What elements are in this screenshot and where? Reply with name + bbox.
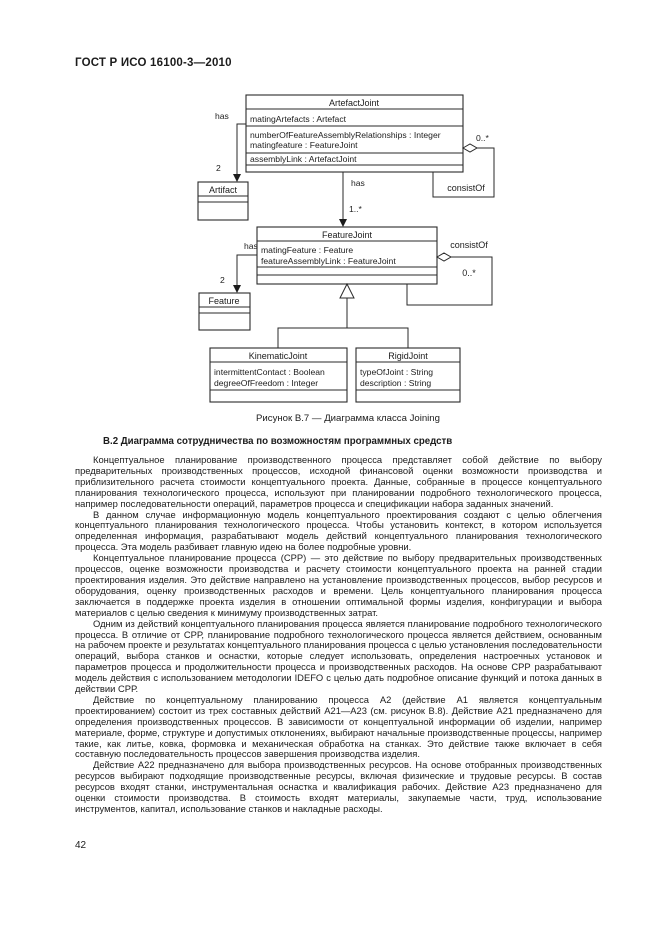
paragraph: Действие А22 предназначено для выбора пр… [75, 759, 602, 814]
class-attribute: degreeOfFreedom : Integer [214, 378, 318, 388]
section-body: Концептуальное планирование производстве… [75, 454, 602, 815]
class-artifact: Artifact [197, 181, 249, 221]
multiplicity-label: 2 [220, 275, 225, 285]
class-kinematicjoint: KinematicJoint intermittentContact : Boo… [209, 347, 348, 403]
aggregation-diamond-icon [435, 252, 453, 262]
class-attribute: numberOfFeatureAssemblyRelationships : I… [250, 130, 441, 140]
association-label: has [244, 241, 258, 251]
class-attribute: assemblyLink : ArtefactJoint [250, 154, 357, 164]
association-has-artifact: has 2 [215, 111, 246, 182]
section-heading: В.2 Диаграмма сотрудничества по возможно… [103, 436, 453, 447]
class-attribute: matingFeature : Feature [261, 245, 353, 255]
class-title-featurejoint: FeatureJoint [322, 230, 373, 240]
class-box-rigidjoint [355, 347, 461, 403]
aggregation-consistof-featurejoint: consistOf 0..* [406, 240, 493, 306]
aggregation-consistof-artefactjoint: 0..* consistOf [432, 133, 495, 198]
class-attribute: matingfeature : FeatureJoint [250, 140, 358, 150]
class-artefactjoint: ArtefactJoint matingArtefacts : Artefact… [245, 94, 464, 173]
paragraph: Действие по концептуальному планированию… [75, 693, 602, 760]
document-header: ГОСТ Р ИСО 16100-3—2010 [75, 57, 232, 69]
paragraph: В данном случае информационную модель ко… [75, 508, 602, 553]
class-feature: Feature [198, 292, 251, 331]
multiplicity-label: 1..* [349, 204, 363, 214]
class-attribute: description : String [360, 378, 431, 388]
multiplicity-label: 0..* [462, 268, 476, 278]
association-label: consistOf [450, 240, 488, 250]
class-title-artefactjoint: ArtefactJoint [329, 98, 380, 108]
class-title-artifact: Artifact [209, 185, 238, 195]
class-title-rigidjoint: RigidJoint [388, 351, 428, 361]
association-has-featurejoint: has 1..* [339, 172, 365, 227]
class-title-kinematicjoint: KinematicJoint [249, 351, 308, 361]
association-label: has [351, 178, 365, 188]
association-label: consistOf [447, 183, 485, 193]
arrowhead-icon [233, 174, 241, 182]
class-box-kinematicjoint [209, 347, 348, 403]
class-attribute: matingArtefacts : Artefact [250, 114, 347, 124]
multiplicity-label: 2 [216, 163, 221, 173]
class-box-feature [198, 292, 251, 331]
class-box-artifact [197, 181, 249, 221]
generalization-links [277, 282, 409, 348]
arrowhead-icon [233, 285, 241, 293]
association-has-feature: has 2 [220, 241, 258, 293]
generalization-triangle-icon [339, 282, 355, 299]
paragraph: Концептуальное планирование процесса (СР… [75, 552, 602, 618]
class-attribute: typeOfJoint : String [360, 367, 433, 377]
association-label: has [215, 111, 229, 121]
class-title-feature: Feature [208, 296, 239, 306]
class-box-artefactjoint [245, 94, 464, 173]
page-number: 42 [75, 840, 87, 851]
class-rigidjoint: RigidJoint typeOfJoint : String descript… [355, 347, 461, 403]
paragraph: Одним из действий концептуального планир… [75, 617, 602, 695]
class-attribute: intermittentContact : Boolean [214, 367, 325, 377]
uml-class-diagram-joining: ArtefactJoint matingArtefacts : Artefact… [197, 94, 495, 424]
paragraph: Концептуальное планирование производстве… [75, 454, 602, 509]
class-featurejoint: FeatureJoint matingFeature : Feature fea… [256, 226, 438, 285]
aggregation-diamond-icon [461, 143, 479, 153]
class-attribute: featureAssemblyLink : FeatureJoint [261, 256, 396, 266]
figure-caption: Рисунок В.7 — Диаграмма класса Joining [256, 413, 440, 424]
multiplicity-label: 0..* [476, 133, 490, 143]
arrowhead-icon [339, 219, 347, 227]
